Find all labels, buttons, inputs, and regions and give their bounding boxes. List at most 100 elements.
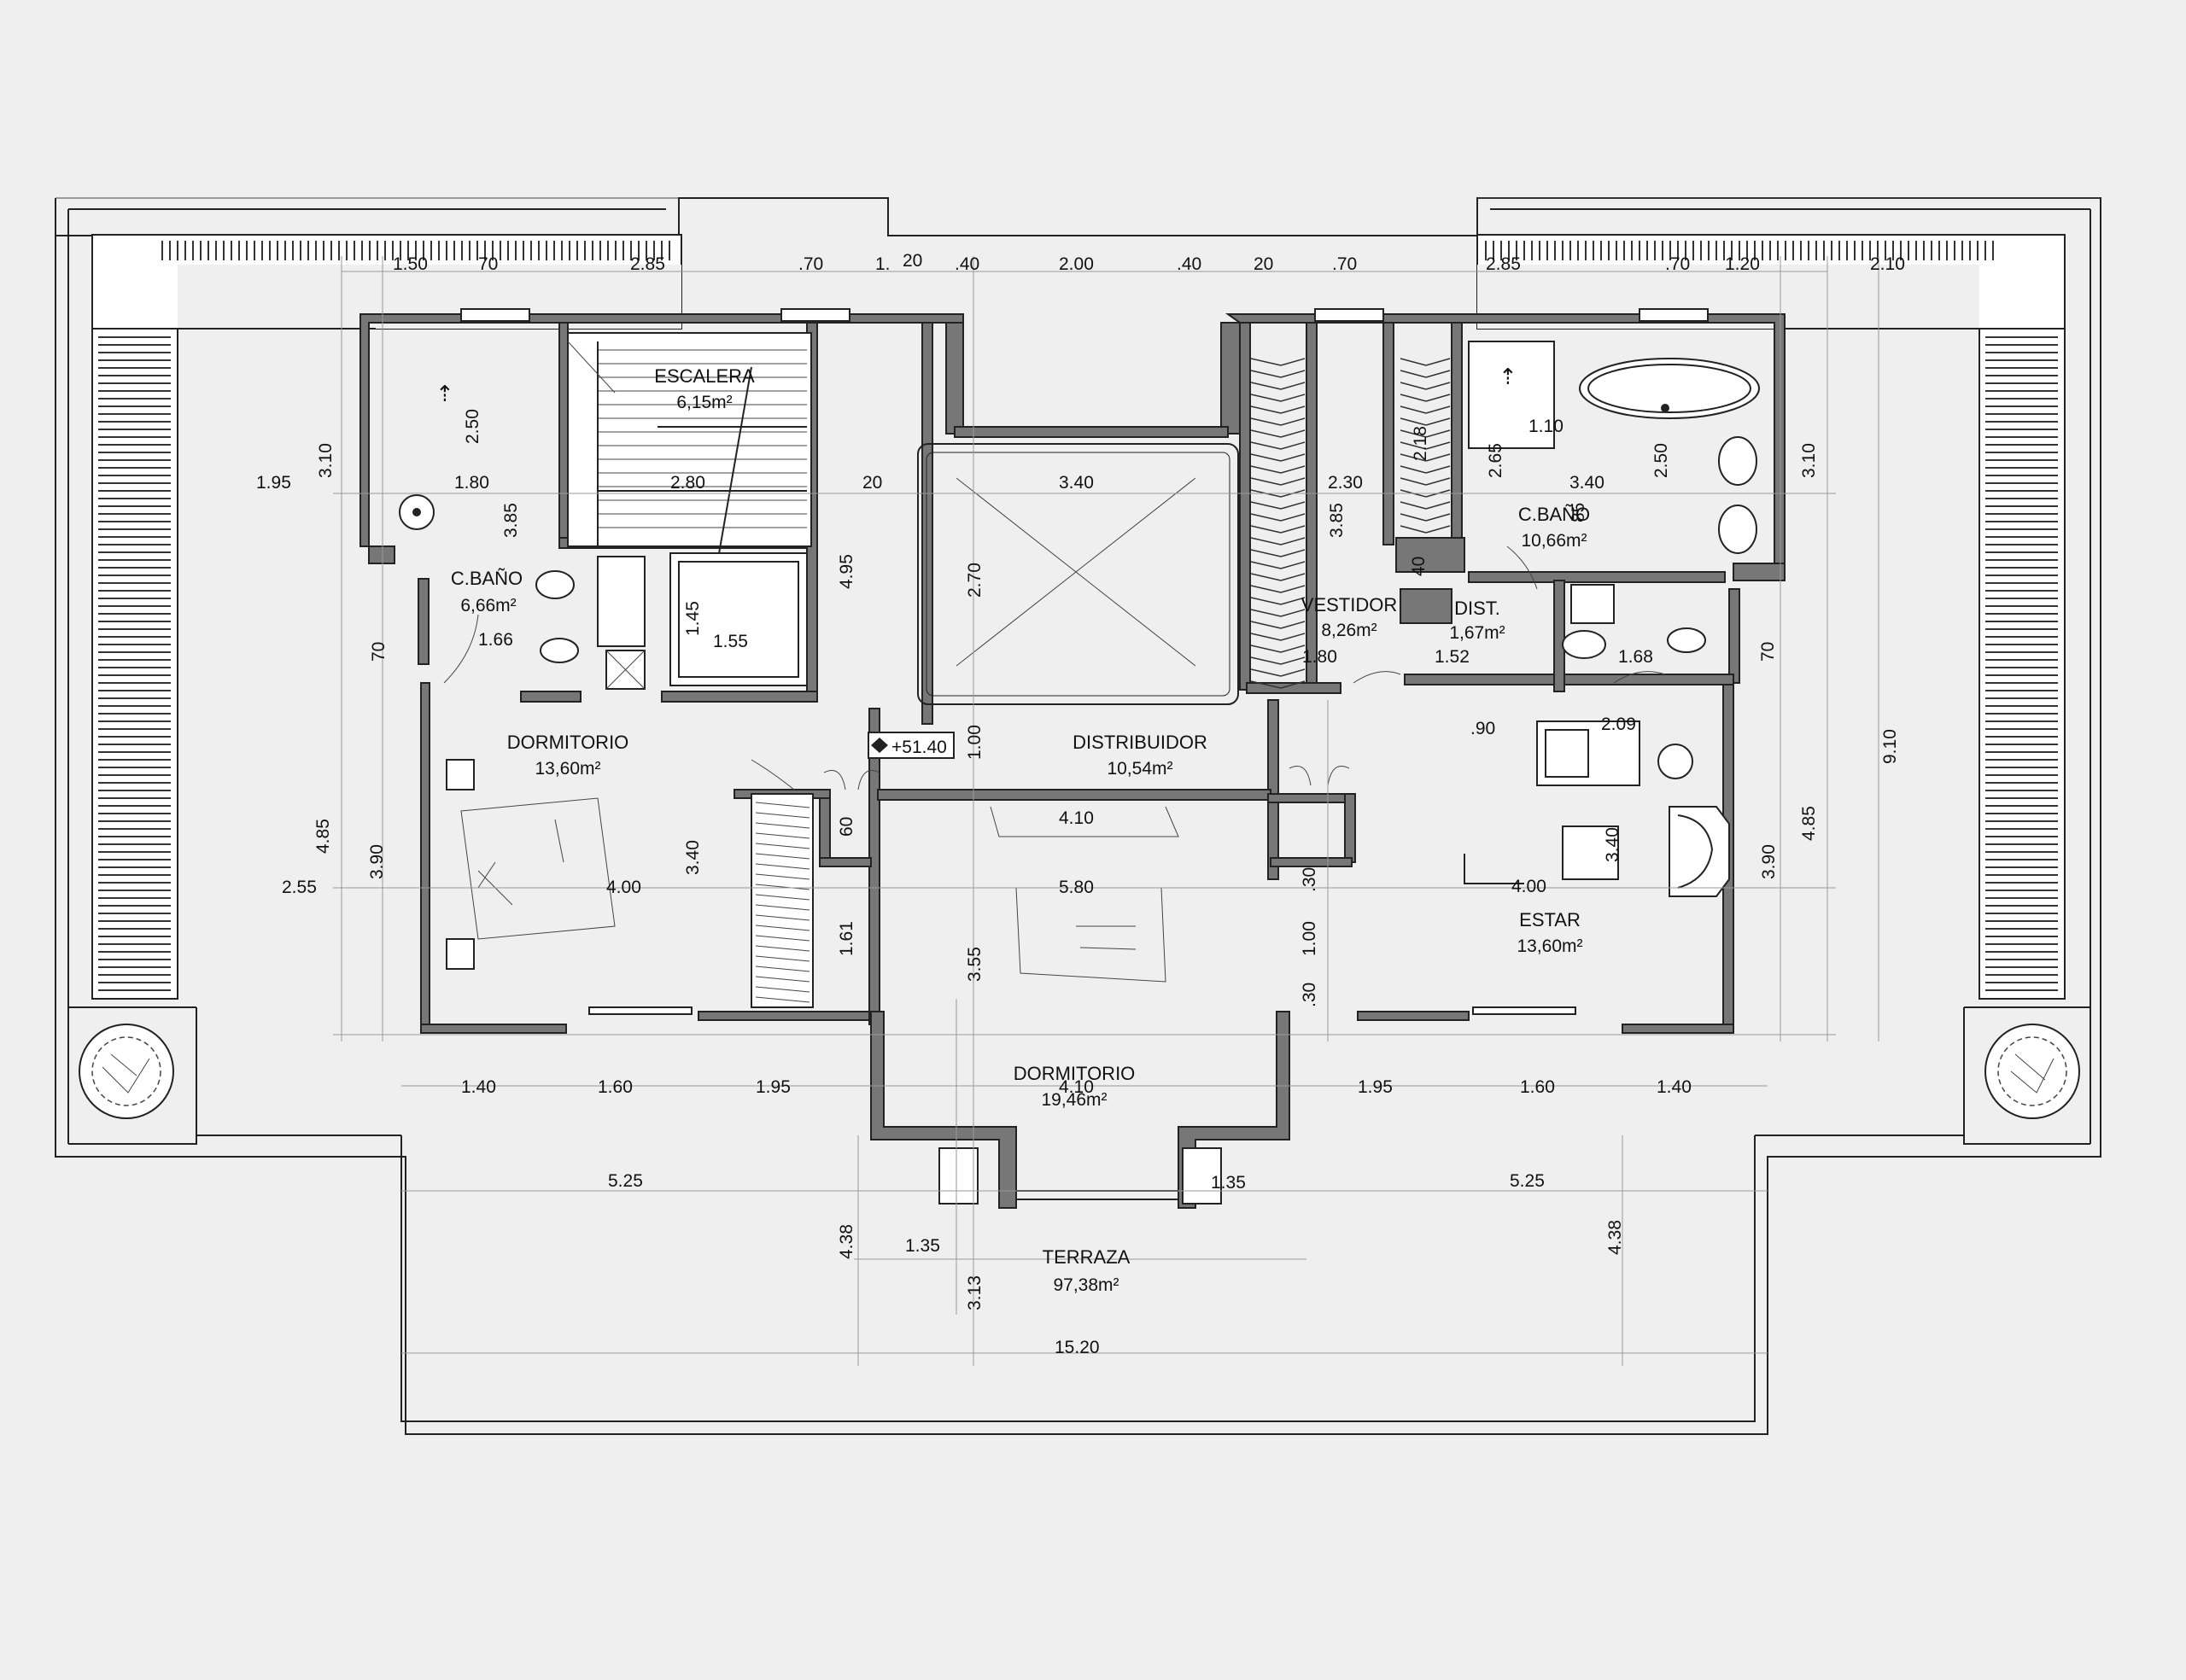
dim-label: 20	[903, 251, 922, 271]
hatch-line	[1400, 501, 1427, 510]
hatch-line	[1400, 477, 1427, 486]
level-marker-text: +51.40	[891, 738, 947, 757]
dimension-lines	[333, 256, 1879, 1366]
hatch-line	[1250, 501, 1282, 510]
dim-label: 1.35	[1211, 1173, 1246, 1193]
dim-label: 1.95	[1358, 1077, 1393, 1097]
hatch-line	[1280, 477, 1306, 486]
hatch-line	[755, 945, 810, 952]
wardrobe-hatch	[1250, 358, 1451, 689]
dim-label: 4.10	[1059, 1077, 1094, 1097]
dim-label: 85	[1569, 503, 1588, 522]
stair-arrow-icon	[716, 366, 752, 564]
hatch-line	[1250, 453, 1282, 462]
hatch-line	[1400, 370, 1427, 378]
dim-label: 4.95	[837, 554, 856, 589]
dim-label: .40	[955, 254, 979, 274]
opening-cross-icon	[917, 443, 1239, 705]
hatch-line	[755, 914, 810, 921]
dim-label: 2.55	[282, 878, 317, 897]
hatch-line	[755, 873, 810, 880]
hatch-line	[1280, 417, 1306, 426]
dim-label: 1.45	[683, 601, 703, 636]
hatch-line	[1400, 382, 1427, 390]
dim-label: 3.90	[1759, 844, 1779, 879]
windows	[460, 308, 1709, 1015]
hatch-line	[1280, 465, 1306, 474]
planter-left	[938, 1147, 979, 1205]
dim-label: 5.25	[1510, 1171, 1545, 1191]
dim-label: 9.10	[1880, 729, 1900, 764]
dim-label: 3.55	[965, 947, 985, 982]
label-distribuidor: DISTRIBUIDOR	[1073, 732, 1207, 753]
walls	[359, 313, 1786, 1209]
bed-dormitorio-1	[446, 759, 616, 970]
dim-label: .70	[1332, 254, 1357, 274]
room-labels: ESCALERA 6,15m² C.BAÑO 6,66m² DORMITORIO…	[451, 365, 1590, 1295]
dim-label: 3.40	[1603, 827, 1622, 862]
stair	[567, 332, 812, 564]
label-cbano-right: C.BAÑO	[1518, 504, 1590, 525]
dim-label: 2.10	[1870, 254, 1905, 274]
hatch-line	[755, 935, 810, 942]
hatch-line	[1425, 513, 1451, 522]
hatch-line	[755, 832, 810, 839]
dim-label: 1.60	[598, 1077, 633, 1097]
hatch-line	[755, 863, 810, 870]
dim-label: 60	[837, 817, 856, 837]
hatch-line	[755, 976, 810, 983]
hatch-line	[1250, 561, 1282, 569]
dim-label: 2.50	[1651, 443, 1671, 478]
hatch-line	[1250, 513, 1282, 522]
dim-label: .30	[1300, 867, 1319, 892]
dim-label: 4.10	[1059, 808, 1094, 828]
hatch-line	[755, 996, 810, 1003]
dim-label: 2.50	[463, 409, 482, 444]
dim-label: 1.68	[1618, 647, 1653, 667]
hatch-line	[755, 843, 810, 849]
hatch-line	[1280, 621, 1306, 629]
hatch-line	[1250, 441, 1282, 450]
dimension-labels: 1.50 70 2.85 .70 1. 20 .40 2.00 .40 20 .…	[256, 251, 1905, 1357]
hatch-line	[1250, 656, 1282, 665]
hatch-line	[1280, 633, 1306, 641]
dim-label: 5.80	[1059, 878, 1094, 897]
hatch-line	[1400, 441, 1427, 450]
label-estar: ESTAR	[1519, 909, 1581, 930]
hatch-line	[1400, 513, 1427, 522]
hatch-line	[755, 853, 810, 860]
dim-label: 1.55	[713, 632, 748, 651]
area-escalera: 6,15m²	[676, 393, 732, 412]
roof-outline	[55, 197, 2101, 1435]
hatch-line	[1400, 405, 1427, 414]
hatch-line	[1250, 465, 1282, 474]
hatch-line	[1425, 405, 1451, 414]
hatch-line	[1425, 525, 1451, 534]
dim-label: 2.80	[670, 473, 705, 493]
hatch-line	[1250, 585, 1282, 593]
hatch-line	[1250, 394, 1282, 402]
dim-label: .70	[798, 254, 823, 274]
hatch-line	[1280, 668, 1306, 677]
tree-icon	[1984, 1024, 2080, 1119]
dim-label: 1.80	[1302, 647, 1337, 667]
area-dist: 1,67m²	[1449, 623, 1505, 643]
hatch-line	[755, 822, 810, 829]
dim-label: 70	[478, 254, 498, 274]
hatch-line	[1425, 370, 1451, 378]
hatch-line	[1280, 597, 1306, 605]
hatch-line	[1280, 394, 1306, 402]
dim-label: 4.85	[1799, 806, 1819, 841]
dim-label: 2.85	[630, 254, 665, 274]
hatch-line	[1425, 441, 1451, 450]
hatch-line	[1280, 358, 1306, 366]
dim-label: 1.40	[461, 1077, 496, 1097]
dim-label: 1.40	[1657, 1077, 1692, 1097]
area-dormitorio-2: 19,46m²	[1041, 1090, 1107, 1110]
hatch-line	[1280, 585, 1306, 593]
dim-label: 3.90	[367, 844, 387, 879]
dim-label: 2.18	[1411, 426, 1430, 461]
area-distribuidor: 10,54m²	[1107, 759, 1172, 779]
dim-label: 3.10	[1799, 443, 1819, 478]
dim-label: 20	[1254, 254, 1273, 274]
